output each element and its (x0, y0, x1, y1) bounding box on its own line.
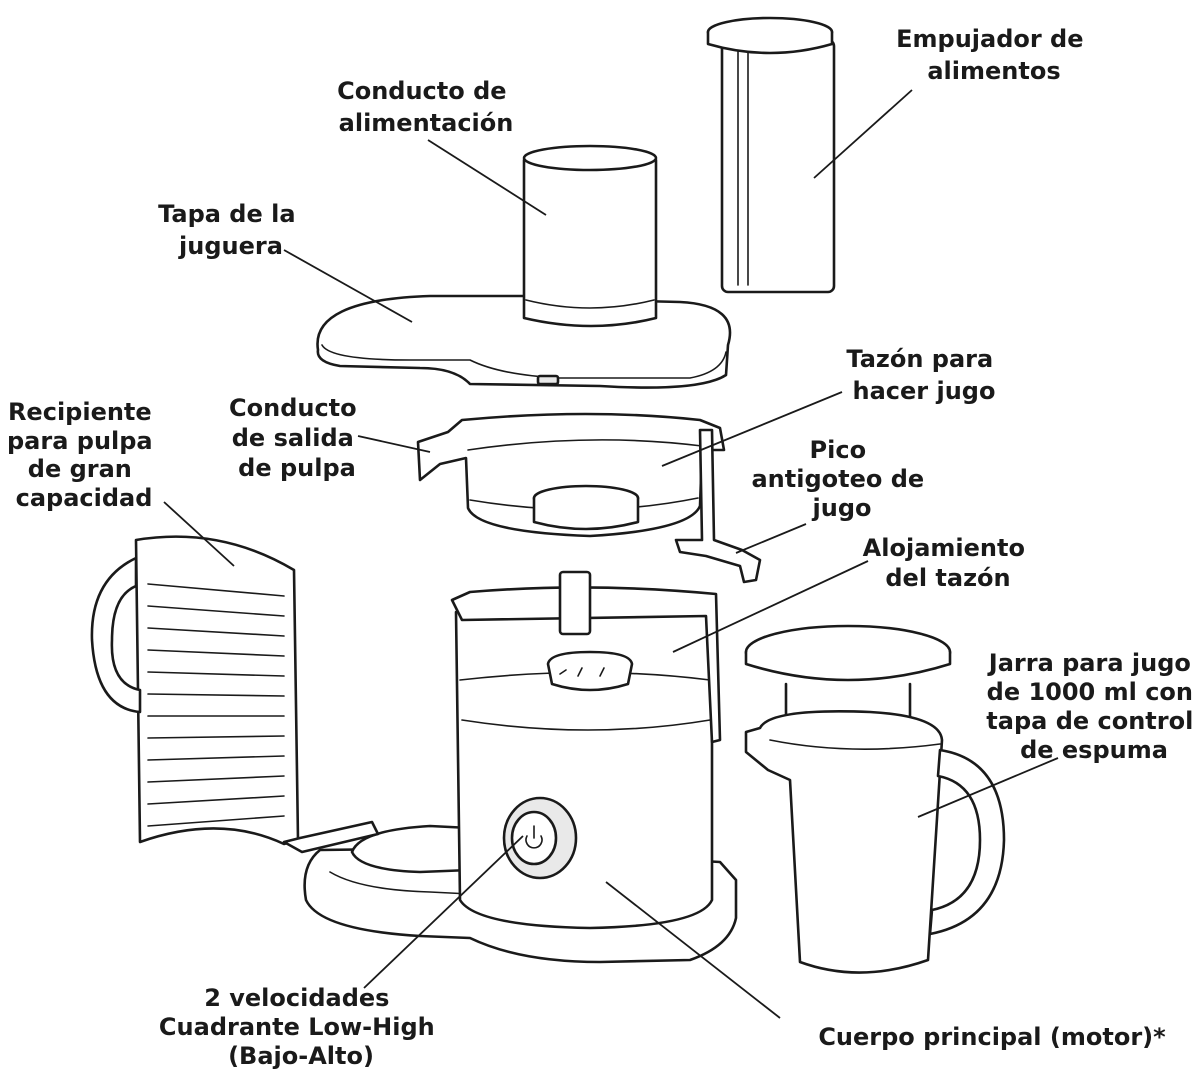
feed-tube (522, 144, 658, 328)
juice-pitcher (744, 624, 1006, 974)
main-body (303, 570, 738, 964)
label-bowl-housing: Alojamiento del tazón (863, 534, 1034, 592)
power-icon (525, 825, 543, 849)
label-speed-dial: 2 velocidades Cuadrante Low-High (Bajo-A… (159, 984, 443, 1070)
leader-lines (163, 89, 1059, 1019)
label-food-pusher: Empujador de alimentos (896, 25, 1092, 85)
pulp-container (90, 535, 380, 854)
juicing-bowl (416, 412, 762, 584)
label-pulp-container: Recipiente para pulpa de gran capacidad (7, 398, 161, 512)
label-feed-tube: Conducto de alimentación (337, 77, 515, 137)
label-lid: Tapa de la juguera (158, 200, 304, 260)
food-pusher (706, 16, 836, 294)
label-motor-base: Cuerpo principal (motor)* (818, 1023, 1166, 1051)
label-pulp-outlet: Conducto de salida de pulpa (229, 394, 365, 482)
label-drip-spout: Pico antigoteo de jugo (751, 436, 932, 522)
label-pitcher: Jarra para jugo de 1000 ml con tapa de c… (986, 649, 1201, 764)
labels: Conducto de alimentación Empujador de al… (7, 25, 1201, 1070)
label-juicing-bowl: Tazón para hacer jugo (846, 345, 1001, 405)
